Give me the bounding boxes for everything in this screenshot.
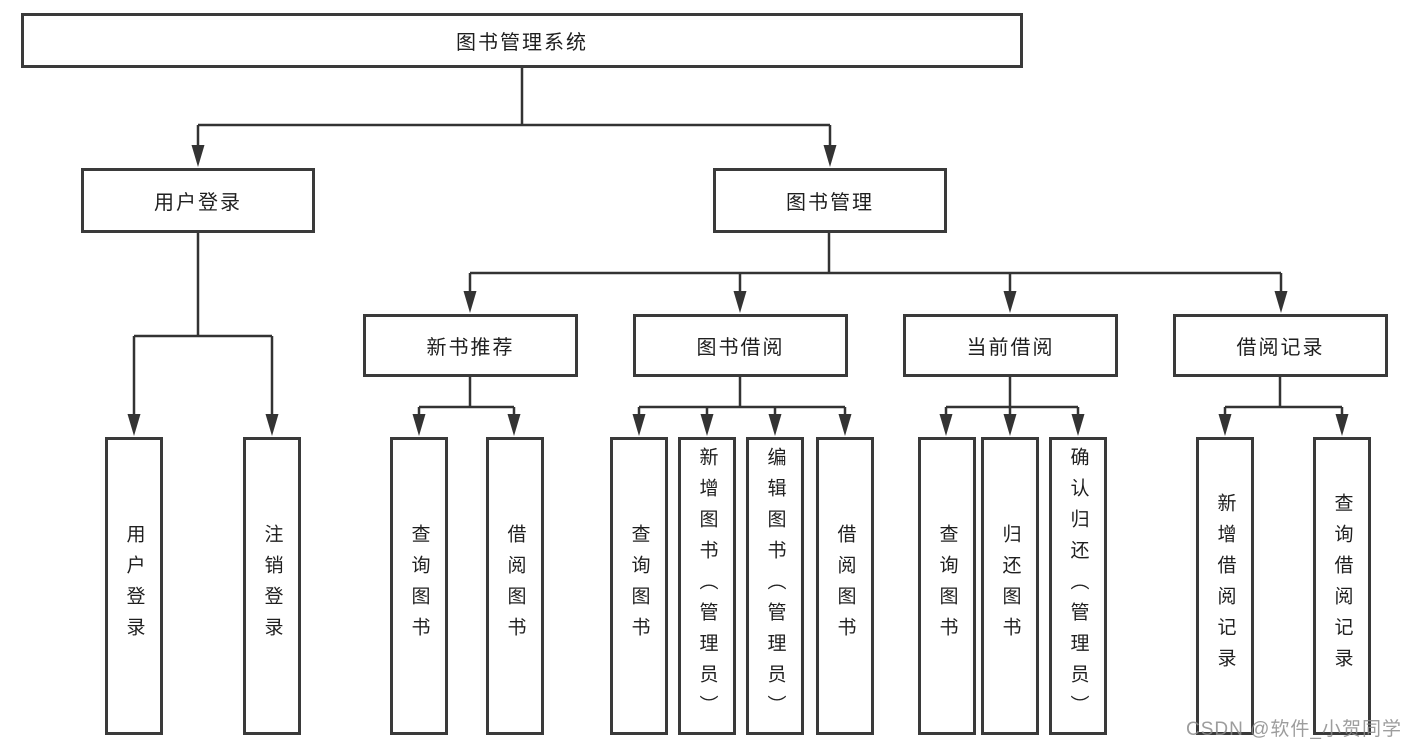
- node-current-borrow: 当前借阅: [903, 314, 1118, 377]
- leaf-label: 查询图书: [408, 524, 430, 648]
- node-book-borrow: 图书借阅: [633, 314, 848, 377]
- leaf-label: 借阅图书: [504, 524, 526, 648]
- node-new-book-recommend: 新书推荐: [363, 314, 578, 377]
- leaf-label: 新增图书（管理员）: [696, 446, 718, 726]
- leaf-label: 确认归还（管理员）: [1067, 446, 1089, 726]
- leaf-confirm-return-admin: 确认归还（管理员）: [1049, 437, 1107, 735]
- leaf-query-books: 查询图书: [918, 437, 976, 735]
- leaf-logout: 注销登录: [243, 437, 301, 735]
- leaf-label: 归还图书: [999, 524, 1021, 648]
- leaf-borrow-books: 借阅图书: [486, 437, 544, 735]
- leaf-edit-books-admin: 编辑图书（管理员）: [746, 437, 804, 735]
- arrowhead-icons: [127, 145, 1349, 436]
- leaf-label: 新增借阅记录: [1214, 493, 1236, 679]
- leaf-label: 编辑图书（管理员）: [764, 446, 786, 726]
- leaf-return-books: 归还图书: [981, 437, 1039, 735]
- leaf-label: 查询图书: [936, 524, 958, 648]
- leaf-query-books: 查询图书: [610, 437, 668, 735]
- node-book-management: 图书管理: [713, 168, 947, 233]
- leaf-label: 查询借阅记录: [1331, 493, 1353, 679]
- node-library-management-system: 图书管理系统: [21, 13, 1023, 68]
- leaf-add-borrow-record: 新增借阅记录: [1196, 437, 1254, 735]
- leaf-label: 用户登录: [123, 524, 145, 648]
- leaf-label: 注销登录: [261, 524, 283, 648]
- watermark: CSDN @软件_小贺同学: [1186, 719, 1402, 740]
- node-borrow-records: 借阅记录: [1173, 314, 1388, 377]
- leaf-label: 借阅图书: [834, 524, 856, 648]
- leaf-label: 查询图书: [628, 524, 650, 648]
- leaf-add-books-admin: 新增图书（管理员）: [678, 437, 736, 735]
- leaf-user-login: 用户登录: [105, 437, 163, 735]
- leaf-borrow-books: 借阅图书: [816, 437, 874, 735]
- leaf-query-borrow-record: 查询借阅记录: [1313, 437, 1371, 735]
- node-user-login: 用户登录: [81, 168, 315, 233]
- leaf-query-books: 查询图书: [390, 437, 448, 735]
